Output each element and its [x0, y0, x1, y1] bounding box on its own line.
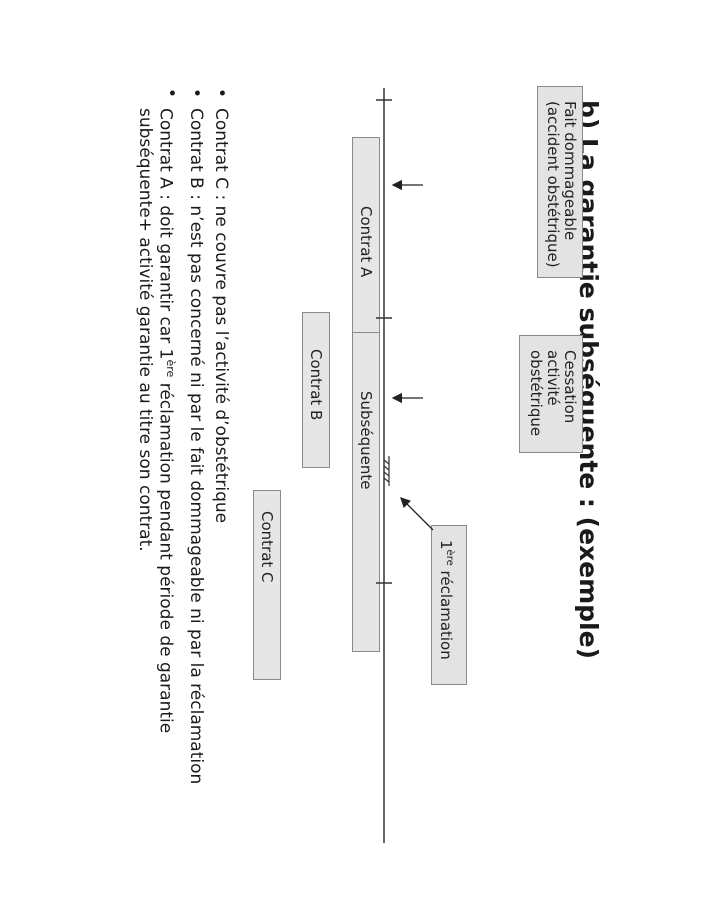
- bullet-text-contrat-a-post: réclamation pendant période de garantie: [155, 377, 176, 734]
- bullet-item-contrat-a-continuation: subséquente+ activité garantie au titre …: [135, 108, 156, 552]
- bullet-item-contrat-a: • Contrat A : doit garantir car 1ère réc…: [155, 88, 181, 784]
- bullet-dot: •: [186, 88, 206, 99]
- reclamation-arrow-icon: [400, 497, 434, 531]
- bullet-dot: •: [211, 88, 231, 99]
- bullet-list: • Contrat C : ne couvre pas l’activité d…: [135, 88, 231, 785]
- bullet-dot: •: [161, 88, 181, 99]
- hatch-mark-icon: [383, 456, 390, 486]
- bullet-item-contrat-c: • Contrat C : ne couvre pas l’activité d…: [211, 88, 231, 784]
- bullet-item-contrat-b: • Contrat B : n’est pas concerné ni par …: [186, 88, 206, 785]
- bullet-text-contrat-a-pre: Contrat A : doit garantir car 1: [155, 108, 176, 360]
- bullet-text-contrat-b: Contrat B : n’est pas concerné ni par le…: [186, 108, 206, 785]
- bullet-text-contrat-c: Contrat C : ne couvre pas l’activité d’o…: [211, 108, 231, 524]
- bullet-text-contrat-a-sup: ère: [164, 359, 177, 378]
